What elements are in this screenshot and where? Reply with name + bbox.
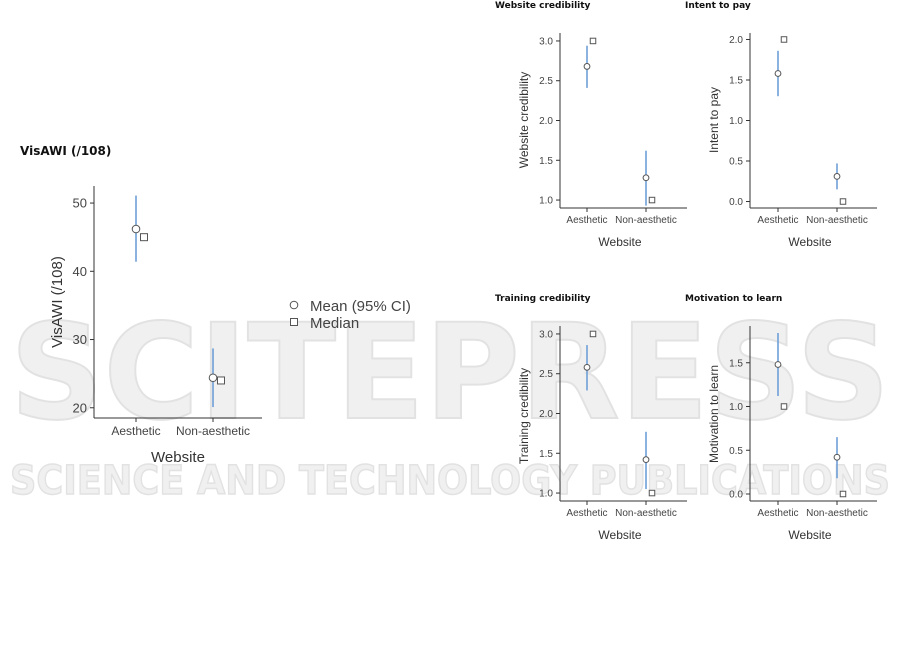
- y-tick-label: 30: [73, 332, 87, 347]
- x-tick-label: Non-aesthetic: [615, 215, 677, 226]
- x-tick-label: Aesthetic: [757, 508, 798, 519]
- mean-point: [833, 173, 841, 180]
- chart-motivation-to-learn: Motivation to learn 0.0 0.5 1.0 1.5Aesthetic…: [685, 294, 877, 542]
- median-point: [839, 490, 847, 498]
- x-axis-title: Website: [598, 235, 641, 249]
- mean-point: [833, 453, 841, 461]
- x-tick-label: Non-aesthetic: [806, 215, 868, 226]
- y-tick-label: 1.5: [539, 449, 553, 460]
- median-point: [780, 403, 788, 410]
- chart-title: VisAWI (/108): [20, 144, 111, 158]
- x-tick-label: Non-aesthetic: [176, 424, 250, 438]
- chart-title: Motivation to learn: [685, 294, 782, 304]
- y-tick-label: 1.0: [539, 196, 553, 207]
- x-tick-label: Aesthetic: [566, 508, 607, 519]
- y-tick-label: 3.0: [539, 329, 553, 340]
- median-point: [648, 489, 656, 497]
- y-tick-label: 1.5: [729, 75, 743, 86]
- mean-point: [774, 361, 782, 368]
- y-tick-label: 40: [73, 264, 87, 279]
- y-tick-label: 3.0: [539, 36, 553, 47]
- y-tick-label: 2.5: [539, 76, 553, 87]
- x-axis-title: Website: [598, 528, 641, 542]
- chart-title: Intent to pay: [685, 1, 751, 11]
- y-tick-label: 20: [73, 400, 87, 415]
- chart-title: Training credibility: [495, 294, 591, 304]
- y-axis-title: Training credibility: [517, 368, 531, 464]
- y-tick-label: 1.5: [539, 156, 553, 167]
- mean-point: [642, 174, 650, 182]
- y-tick-label: 0.0: [729, 197, 743, 208]
- x-tick-label: Non-aesthetic: [615, 508, 677, 519]
- y-tick-label: 0.5: [729, 446, 743, 457]
- median-point: [780, 36, 788, 43]
- median-point: [589, 37, 597, 45]
- legend-median-label: Median: [310, 315, 359, 332]
- x-axis-title: Website: [788, 235, 831, 249]
- y-tick-label: 2.0: [539, 409, 553, 420]
- legend: Mean (95% CI) Median: [289, 298, 411, 332]
- legend-mean-label: Mean (95% CI): [310, 298, 411, 315]
- legend-median-marker: [290, 318, 298, 326]
- median-point: [839, 198, 847, 205]
- x-axis-title: Website: [151, 449, 205, 466]
- y-tick-label: 50: [73, 196, 87, 211]
- watermark-line2: SCIENCE AND TECHNOLOGY PUBLICATIONS: [10, 458, 890, 504]
- median-point: [217, 376, 225, 385]
- x-tick-label: Non-aesthetic: [806, 508, 868, 519]
- y-tick-label: 1.5: [729, 358, 743, 369]
- x-tick-label: Aesthetic: [566, 215, 607, 226]
- median-point: [648, 196, 656, 204]
- y-tick-label: 1.0: [729, 402, 743, 413]
- x-tick-label: Aesthetic: [757, 215, 798, 226]
- median-point: [589, 330, 597, 338]
- y-tick-label: 1.0: [539, 489, 553, 500]
- watermark-line1: SCITEPRESS: [10, 296, 890, 450]
- mean-point: [774, 70, 782, 77]
- x-axis-title: Website: [788, 528, 831, 542]
- y-axis-title: VisAWI (/108): [49, 256, 66, 348]
- x-tick-label: Aesthetic: [111, 424, 160, 438]
- mean-point: [642, 456, 650, 464]
- chart-title: Website credibility: [495, 1, 591, 11]
- y-tick-label: 2.5: [539, 369, 553, 380]
- chart-training-credibility: Training credibility 1.0 1.5 2.0 2.5 3.0Aesth…: [495, 294, 687, 542]
- mean-point: [583, 63, 591, 70]
- mean-point: [131, 224, 141, 234]
- y-tick-label: 2.0: [539, 116, 553, 127]
- chart-website-credibility: Website credibility 1.0 1.5 2.0 2.5 3.0Aesthe…: [495, 1, 687, 249]
- mean-point: [208, 373, 218, 383]
- median-point: [140, 233, 148, 242]
- y-tick-label: 0.0: [729, 490, 743, 501]
- y-axis-title: Intent to pay: [707, 87, 721, 153]
- mean-point: [583, 363, 591, 371]
- y-tick-label: 2.0: [729, 35, 743, 46]
- y-tick-label: 0.5: [729, 157, 743, 168]
- y-axis-title: Website credibility: [517, 72, 531, 168]
- y-axis-title: Motivation to learn: [707, 365, 721, 463]
- watermark: SCITEPRESS SCIENCE AND TECHNOLOGY PUBLIC…: [9, 295, 891, 505]
- y-tick-label: 1.0: [729, 116, 743, 127]
- legend-mean-marker: [289, 300, 299, 310]
